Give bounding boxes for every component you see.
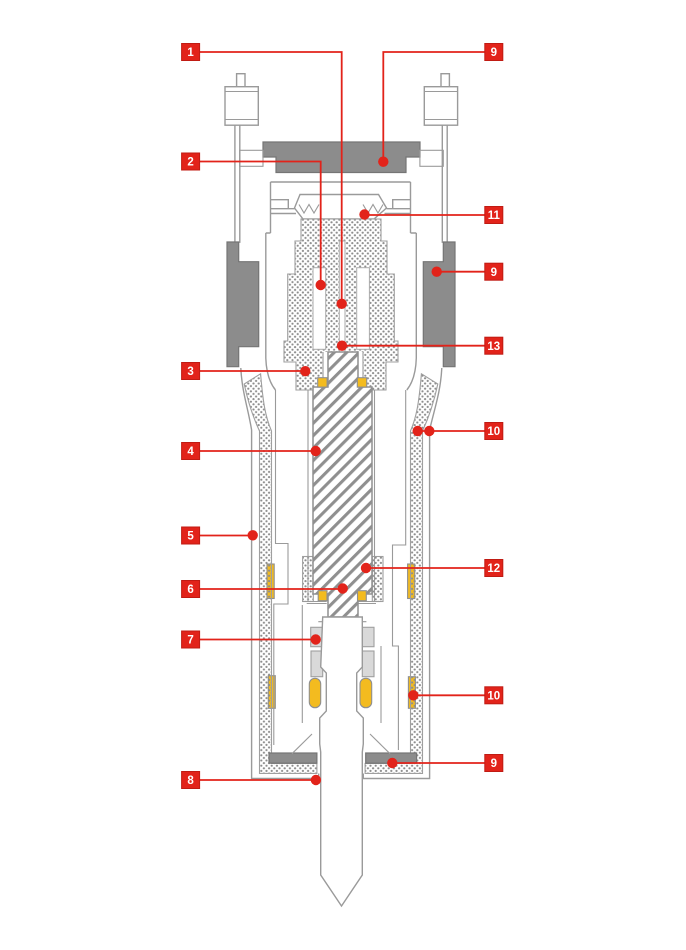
callout-target-dot: [310, 634, 321, 645]
callout-target-dot: [360, 562, 372, 574]
seal-bottom-left: [317, 590, 328, 602]
callout-number-box: [484, 206, 504, 224]
callout-target-dot: [310, 445, 321, 457]
callout-4-8: 4: [181, 442, 321, 460]
callout-target-dot: [408, 690, 419, 701]
callout-5-9: 5: [181, 526, 258, 545]
outer-casing-left: [240, 367, 320, 780]
callout-number: 6: [187, 584, 193, 596]
callout-number: 4: [187, 446, 194, 458]
callout-12-10: 12: [360, 559, 504, 577]
callout-target-dot: [431, 266, 442, 277]
callout-leader-line: [199, 160, 322, 285]
callout-9-14: 9: [387, 754, 504, 772]
callout-target-dot: [336, 298, 347, 309]
callout-leader-line: [382, 51, 485, 162]
callout-number-box: [181, 630, 201, 649]
seal-bottom-right: [356, 590, 367, 602]
callout-number: 13: [487, 341, 500, 353]
callout-target-dot: [378, 156, 389, 167]
piston: [312, 351, 373, 618]
bottom-plate-left: [268, 752, 318, 764]
callout-number-box: [484, 43, 504, 61]
cap-bracket-left: [239, 149, 264, 167]
callout-leader-line: [199, 51, 343, 304]
bushing-lower-right: [361, 650, 375, 678]
callout-number-box: [181, 580, 201, 598]
side-damper-left: [226, 241, 260, 368]
valve-bore-left: [312, 267, 327, 350]
callout-number: 2: [187, 157, 193, 169]
callout-number: 1: [187, 47, 194, 59]
head-housing: [265, 181, 417, 391]
piston-seals: [317, 377, 368, 602]
callout-number-box: [484, 686, 504, 705]
cap-bracket-right: [419, 149, 444, 167]
callout-number: 7: [187, 635, 193, 647]
callout-number: 12: [487, 563, 500, 575]
callout-number-box: [181, 771, 201, 789]
hydraulic-passages: [273, 390, 407, 755]
retainer-pin-right: [359, 677, 373, 709]
callout-2-2: 2: [181, 152, 326, 291]
callout-number-box: [181, 362, 201, 380]
callout-6-11: 6: [181, 580, 348, 598]
callout-number-box: [484, 262, 504, 281]
callout-10-13: 10: [408, 686, 504, 705]
retainer-pin-left: [308, 677, 322, 709]
seal-top-right: [356, 377, 368, 388]
callout-number-box: [181, 152, 201, 171]
callout-number: 10: [487, 690, 500, 702]
callout-number: 9: [491, 267, 497, 279]
callout-number-box: [484, 559, 504, 577]
callout-8-15: 8: [181, 771, 322, 789]
callout-number: 10: [487, 426, 500, 438]
callouts-layer: 1 9 2 11 9 13 3 10 4 5 12 6 7 10 9 8: [181, 43, 504, 789]
callout-9-4: 9: [431, 262, 504, 281]
callout-number: 3: [187, 366, 193, 378]
callout-target-dot: [424, 425, 435, 437]
callout-11-3: 11: [359, 206, 504, 224]
callout-7-12: 7: [181, 630, 321, 649]
bushing-upper-right: [361, 626, 375, 648]
tie-rod-right: [423, 72, 459, 243]
callout-number: 9: [491, 47, 497, 59]
callout-number-box: [181, 43, 201, 61]
callout-number-box: [484, 422, 504, 440]
seal-top-left: [317, 377, 328, 388]
valve-bore-right: [356, 267, 370, 350]
callout-target-dot: [359, 209, 370, 220]
callout-target-dot: [336, 340, 348, 351]
callout-target-dot: [387, 757, 398, 769]
tool-chisel: [319, 616, 364, 908]
spring-zigzag-left: [298, 203, 320, 215]
callout-number-box: [484, 754, 504, 772]
callout-target-dot: [337, 583, 348, 594]
callout-number-box: [181, 526, 201, 545]
callout-number-box: [181, 442, 201, 460]
callout-13-5: 13: [336, 336, 504, 355]
callout-1-0: 1: [181, 43, 347, 309]
callout-target-dot: [315, 279, 326, 291]
callout-target-dot: [310, 774, 322, 786]
callout-number: 9: [491, 758, 497, 770]
callout-number-box: [484, 336, 504, 355]
callout-9-1: 9: [378, 43, 504, 167]
callout-number: 5: [187, 531, 194, 543]
callout-target-dot: [247, 530, 258, 541]
callout-3-6: 3: [181, 362, 311, 380]
callout-number: 11: [488, 210, 501, 222]
callout-number: 8: [187, 775, 194, 787]
callout-10-7: 10: [412, 422, 504, 440]
side-damper-right: [422, 241, 456, 368]
callout-target-dot: [300, 366, 311, 377]
callout-target-dot: [412, 425, 423, 437]
tie-rod-left: [224, 72, 259, 243]
